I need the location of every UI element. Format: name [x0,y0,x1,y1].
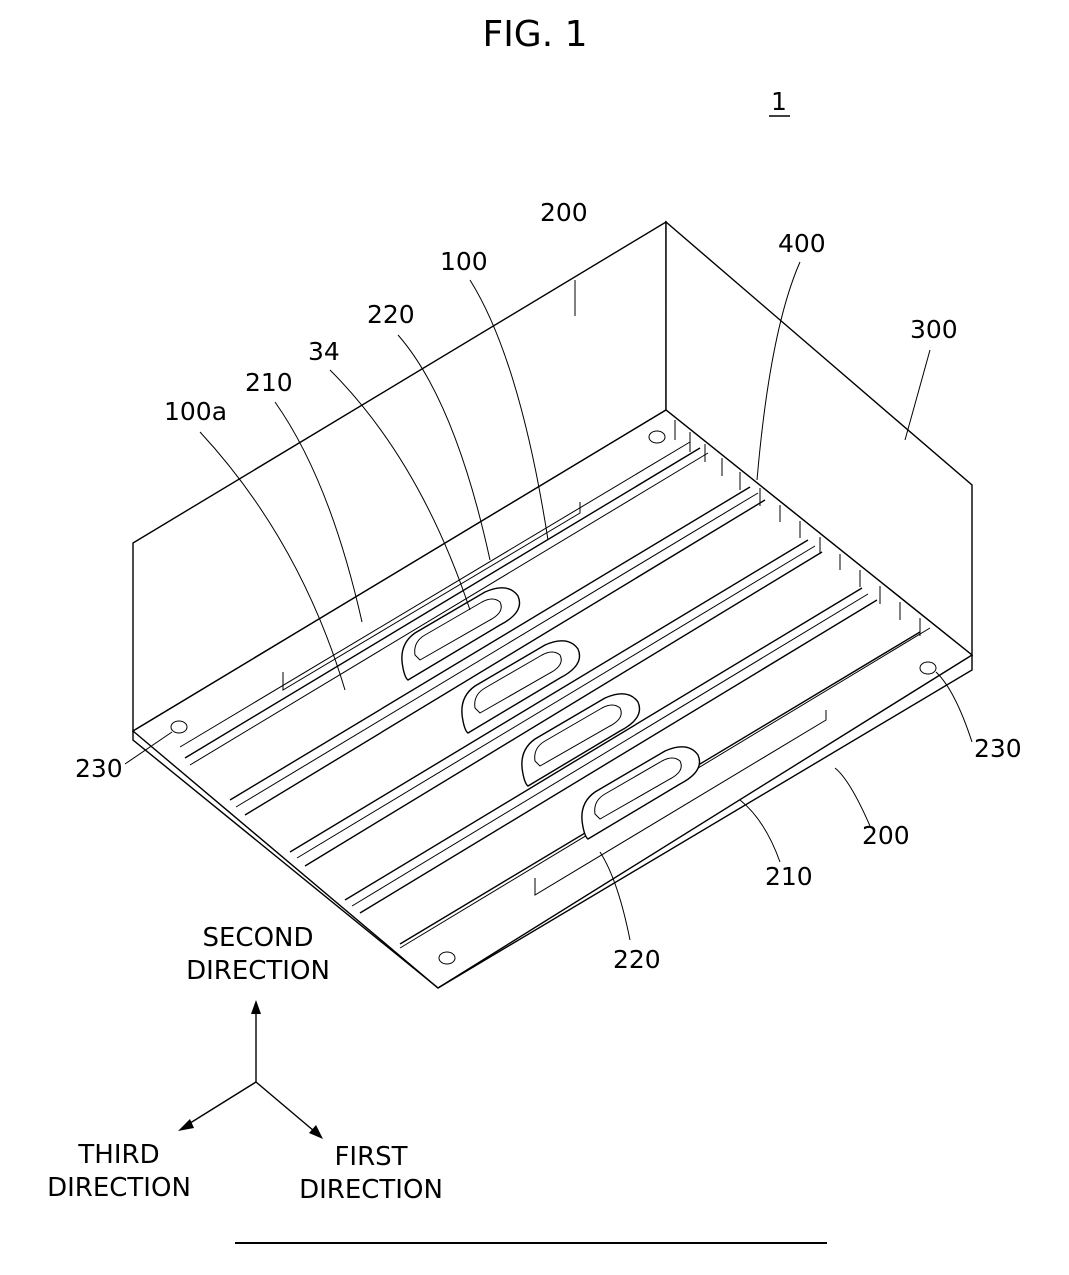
label-210-top: 210 [245,368,293,397]
label-200-top: 200 [540,198,588,227]
axis-first-arrowhead [309,1125,323,1139]
label-230-left: 230 [75,754,123,783]
figure-title: FIG. 1 [482,14,587,55]
second-direction-line1: SECOND [202,923,313,953]
label-400: 400 [778,229,826,258]
label-300: 300 [910,315,958,344]
direction-axes: SECOND DIRECTION THIRD DIRECTION FIRST D… [47,923,443,1205]
label-100a: 100a [164,397,227,426]
axis-first [256,1082,314,1131]
first-direction-line2: DIRECTION [299,1175,443,1205]
label-210-bottom: 210 [765,862,813,891]
label-34: 34 [308,337,340,366]
leader-300 [905,350,930,440]
third-direction-line2: DIRECTION [47,1173,191,1203]
label-220-bottom: 220 [613,945,661,974]
axis-second-arrowhead [251,1000,261,1014]
third-direction-line1: THIRD [77,1140,159,1170]
axis-third-arrowhead [178,1119,194,1131]
label-100: 100 [440,247,488,276]
first-direction-line1: FIRST [334,1142,407,1172]
label-200-bottom: 200 [862,821,910,850]
leader-210-bottom [740,800,780,862]
leader-200-bottom [835,768,870,826]
label-230-right: 230 [974,734,1022,763]
second-direction-line2: DIRECTION [186,956,330,986]
housing [133,222,972,988]
assembly-reference: 1 [771,87,787,116]
leader-230-right [936,672,972,742]
label-220-top: 220 [367,300,415,329]
axis-third [187,1082,256,1125]
